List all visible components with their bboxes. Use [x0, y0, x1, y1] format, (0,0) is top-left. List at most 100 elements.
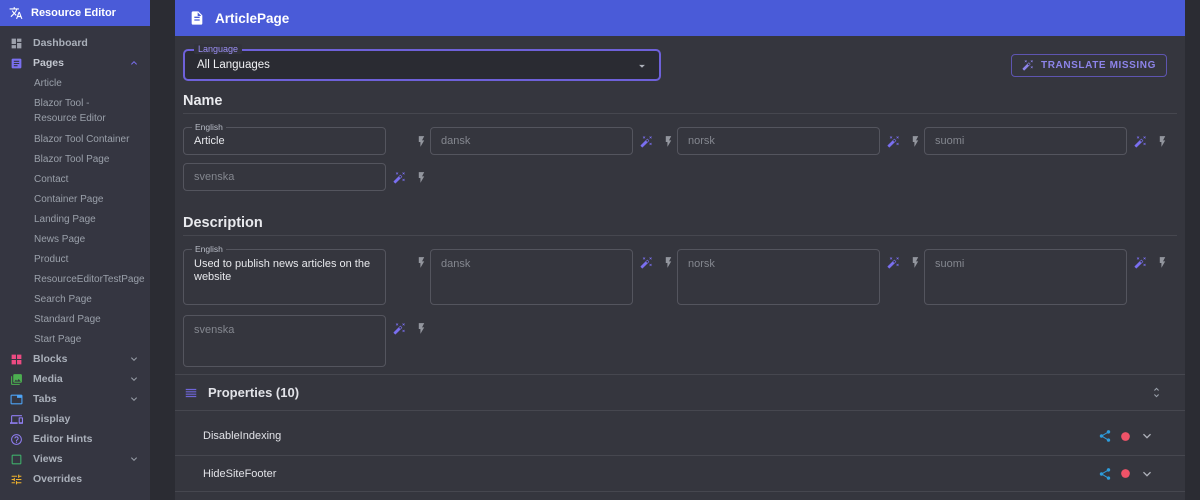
name-input-dansk[interactable] — [431, 128, 632, 154]
magic-wand-icon — [393, 323, 405, 335]
name-field-group-norsk — [677, 127, 924, 155]
name-field-svenska — [183, 163, 386, 191]
status-dot-icon — [1121, 431, 1130, 441]
magic-wand-icon — [640, 135, 652, 147]
magic-wand-icon — [887, 135, 899, 147]
sidebar-item-article[interactable]: Article — [34, 77, 62, 89]
description-field-group-norsk — [677, 249, 924, 305]
auto-translate-wand-button[interactable] — [390, 322, 408, 335]
sidebar-item-blazor-tool-page[interactable]: Blazor Tool Page — [34, 153, 110, 165]
name-input-norsk[interactable] — [678, 128, 879, 154]
name-input-english[interactable] — [184, 128, 385, 154]
auto-translate-wand-button[interactable] — [637, 256, 655, 269]
translate-bolt-button[interactable] — [906, 256, 924, 269]
tabs-icon — [10, 394, 23, 404]
translate-missing-button[interactable]: TRANSLATE MISSING — [1010, 53, 1167, 77]
name-input-svenska[interactable] — [184, 164, 385, 190]
translate-bolt-button[interactable] — [412, 256, 430, 269]
auto-translate-wand-button[interactable] — [637, 135, 655, 148]
auto-translate-wand-button[interactable] — [884, 256, 902, 269]
magic-wand-icon — [1134, 135, 1146, 147]
sidebar-item-standard-page[interactable]: Standard Page — [34, 313, 101, 325]
field-label: English — [192, 122, 226, 132]
pages-icon — [11, 58, 22, 68]
sidebar-item-blazor-tool-container[interactable]: Blazor Tool Container — [34, 133, 130, 145]
translate-bolt-button[interactable] — [412, 171, 430, 184]
magic-wand-icon — [393, 171, 405, 183]
sidebar-item-landing-page[interactable]: Landing Page — [34, 213, 96, 225]
auto-translate-wand-button[interactable] — [884, 135, 902, 148]
name-fields-row: English — [183, 122, 1177, 155]
translate-bolt-button[interactable] — [1153, 256, 1171, 269]
bolt-icon — [665, 135, 671, 147]
description-input-svenska[interactable] — [184, 316, 385, 366]
description-section-title: Description — [183, 215, 263, 231]
chevron-down-icon — [131, 357, 137, 361]
property-row[interactable]: HideSiteFooter — [175, 456, 1185, 492]
sidebar-item-search-page[interactable]: Search Page — [34, 293, 92, 305]
unfold-more-icon[interactable] — [1150, 386, 1163, 399]
sidebar-item-label: Display — [33, 413, 71, 425]
language-select[interactable]: Language All Languages — [183, 44, 661, 81]
translate-bolt-button[interactable] — [412, 135, 430, 148]
list-icon — [185, 388, 197, 397]
sidebar-item-resourceeditortestpage[interactable]: ResourceEditorTestPage — [34, 273, 145, 285]
description-input-norsk[interactable] — [678, 250, 879, 304]
dashboard-icon — [11, 38, 22, 48]
description-input-dansk[interactable] — [431, 250, 632, 304]
name-field-dansk — [430, 127, 633, 155]
main-panel: ArticlePage Language All Languages TRANS… — [175, 0, 1185, 500]
share-icon[interactable] — [1098, 467, 1112, 481]
page-header: ArticlePage — [175, 0, 1185, 36]
translate-bolt-button[interactable] — [659, 135, 677, 148]
chevron-down-icon — [131, 397, 137, 401]
auto-translate-wand-button[interactable] — [1131, 135, 1149, 148]
translate-bolt-button[interactable] — [906, 135, 924, 148]
sidebar-item-start-page[interactable]: Start Page — [34, 333, 82, 345]
name-input-suomi[interactable] — [925, 128, 1126, 154]
chevron-down-icon[interactable] — [1139, 428, 1155, 444]
bolt-icon — [912, 257, 918, 268]
description-input-english[interactable]: Used to publish news articles on the web… — [184, 250, 385, 304]
sidebar-item-container-page[interactable]: Container Page — [34, 193, 104, 205]
field-label: English — [192, 244, 226, 254]
properties-title: Properties (10) — [208, 385, 300, 400]
sidebar-item-news-page[interactable]: News Page — [34, 233, 86, 245]
description-field-group-suomi — [924, 249, 1171, 305]
sidebar-item-dashboard[interactable]: Dashboard — [0, 33, 150, 53]
translate-missing-label: TRANSLATE MISSING — [1040, 59, 1156, 71]
sidebar-item-pages[interactable]: Pages — [0, 53, 150, 73]
property-actions — [1098, 428, 1155, 444]
sidebar-item-display[interactable]: Display — [0, 409, 150, 429]
sidebar-item-views[interactable]: Views — [0, 449, 150, 469]
property-row[interactable]: DisableIndexing — [175, 411, 1185, 456]
views-icon — [11, 454, 22, 464]
translate-bolt-button[interactable] — [412, 322, 430, 335]
bolt-icon — [418, 257, 424, 268]
sidebar-item-blazor-tool-resource-editor[interactable]: Blazor Tool - Resource Editor — [34, 98, 106, 124]
sidebar-item-tabs[interactable]: Tabs — [0, 389, 150, 409]
description-field-group-english: English Used to publish news articles on… — [183, 244, 430, 305]
bolt-icon — [418, 171, 424, 183]
property-name: DisableIndexing — [203, 430, 282, 442]
media-icon — [11, 373, 22, 385]
sidebar-item-overrides[interactable]: Overrides — [0, 469, 150, 489]
sidebar-item-media[interactable]: Media — [0, 369, 150, 389]
name-field-english: English — [183, 122, 386, 155]
description-field-english: English Used to publish news articles on… — [183, 244, 386, 305]
chevron-down-icon[interactable] — [1139, 466, 1155, 482]
auto-translate-wand-button[interactable] — [1131, 256, 1149, 269]
share-icon[interactable] — [1098, 429, 1112, 443]
description-input-suomi[interactable] — [925, 250, 1126, 304]
translate-bolt-button[interactable] — [659, 256, 677, 269]
section-divider — [183, 113, 1177, 114]
sidebar-item-product[interactable]: Product — [34, 253, 69, 265]
magic-wand-icon — [1134, 257, 1146, 269]
auto-translate-wand-button[interactable] — [390, 171, 408, 184]
properties-header[interactable]: Properties (10) — [175, 374, 1185, 411]
sidebar-item-blocks[interactable]: Blocks — [0, 349, 150, 369]
translate-bolt-button[interactable] — [1153, 135, 1171, 148]
name-field-group-svenska — [183, 163, 430, 191]
sidebar-item-contact[interactable]: Contact — [34, 173, 69, 185]
sidebar-item-editor-hints[interactable]: Editor Hints — [0, 429, 150, 449]
